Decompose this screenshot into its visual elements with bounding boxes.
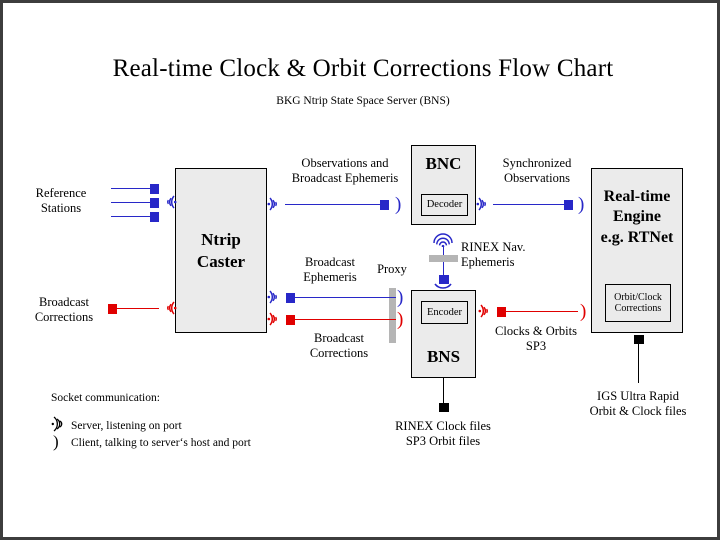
label-broadcast-corrections-left: Broadcast Corrections bbox=[15, 295, 113, 326]
rinex-files-line1: RINEX Clock files bbox=[395, 419, 491, 433]
label-clocks-orbits: Clocks & Orbits SP3 bbox=[481, 324, 591, 355]
bns-label: BNS bbox=[426, 347, 461, 367]
label-igs-ultra-rapid: IGS Ultra Rapid Orbit & Clock files bbox=[571, 389, 705, 420]
socket-server-icon bbox=[51, 416, 63, 432]
bc-left-line2: Corrections bbox=[34, 310, 94, 325]
observations-line2: Broadcast Ephemeris bbox=[291, 171, 399, 186]
node-ntrip-caster[interactable]: Ntrip Caster bbox=[175, 168, 267, 333]
ntrip-caster-label-line2: Caster bbox=[196, 251, 246, 271]
bns-encoder-box[interactable]: Encoder bbox=[421, 301, 468, 324]
socket-client-icon: ) bbox=[397, 287, 404, 308]
rinex-nav-line1: RINEX Nav. bbox=[461, 240, 526, 254]
label-rinex-clock-files: RINEX Clock files SP3 Orbit files bbox=[377, 419, 509, 450]
flow-synchronized-observations bbox=[493, 204, 565, 205]
synchronized-line2: Observations bbox=[504, 171, 570, 186]
bnc-decoder-box[interactable]: Decoder bbox=[421, 194, 468, 216]
igs-line1: IGS Ultra Rapid bbox=[597, 389, 679, 403]
label-proxy: Proxy bbox=[377, 262, 407, 276]
socket-client-icon: ) bbox=[395, 194, 402, 215]
bc-mid-line2: Corrections bbox=[309, 346, 369, 361]
flow-refstation-2 bbox=[111, 202, 151, 203]
socket-server-icon bbox=[167, 195, 177, 209]
socket-server-icon bbox=[267, 290, 277, 304]
engine-orbit-clock-corrections-box[interactable]: Orbit/Clock Corrections bbox=[605, 284, 671, 322]
arrowhead-igs-ultra-rapid bbox=[633, 335, 644, 344]
clocks-orbits-line2: SP3 bbox=[525, 339, 547, 354]
arrowhead-rinex-nav-ephemeris bbox=[438, 275, 449, 284]
label-broadcast-ephemeris: Broadcast Ephemeris bbox=[289, 255, 371, 286]
socket-server-icon bbox=[478, 304, 488, 318]
flow-broadcast-corrections-left bbox=[117, 308, 159, 309]
label-observations-broadcast-ephemeris: Observations and Broadcast Ephemeris bbox=[275, 156, 415, 187]
socket-server-icon bbox=[167, 301, 177, 315]
clocks-orbits-line1: Clocks & Orbits bbox=[495, 324, 577, 338]
orbit-clock-line2: Corrections bbox=[614, 303, 662, 314]
arrowhead-broadcast-corrections-mid bbox=[286, 314, 295, 325]
socket-client-icon: ) bbox=[580, 301, 587, 322]
legend-heading: Socket communication: bbox=[51, 392, 160, 404]
legend-client-text: Client, talking to server‘s host and por… bbox=[71, 437, 251, 449]
broadcast-ephemeris-line2: Ephemeris bbox=[303, 270, 357, 285]
page-subtitle: BKG Ntrip State Space Server (BNS) bbox=[276, 95, 450, 107]
flow-igs-ultra-rapid bbox=[638, 343, 639, 383]
broadcast-ephemeris-line1: Broadcast bbox=[305, 255, 355, 269]
orbit-clock-line1: Orbit/Clock bbox=[614, 291, 662, 303]
arrowhead-clocks-orbits bbox=[497, 306, 506, 317]
socket-server-icon bbox=[267, 312, 277, 326]
page-title: Real-time Clock & Orbit Corrections Flow… bbox=[112, 55, 614, 82]
label-synchronized-observations: Synchronized Observations bbox=[481, 156, 593, 187]
igs-line2: Orbit & Clock files bbox=[589, 404, 687, 419]
arrowhead-synchronized-observations bbox=[564, 199, 573, 210]
node-bns[interactable]: Encoder BNS bbox=[411, 290, 476, 378]
arrowhead-refstation-1 bbox=[150, 183, 159, 194]
proxy-bar-vertical bbox=[389, 288, 396, 343]
socket-client-icon bbox=[434, 283, 452, 289]
flow-observations bbox=[285, 204, 381, 205]
bc-mid-line1: Broadcast bbox=[314, 331, 364, 345]
engine-label-line3: e.g. RTNet bbox=[600, 228, 674, 246]
legend-server-text: Server, listening on port bbox=[71, 420, 182, 432]
flow-broadcast-corrections-mid bbox=[295, 319, 396, 320]
ntrip-caster-label-line1: Ntrip bbox=[201, 229, 241, 249]
arrowhead-rinex-clock-files bbox=[438, 403, 449, 412]
engine-label-line2: Engine bbox=[612, 208, 661, 226]
label-rinex-nav-ephemeris: RINEX Nav. Ephemeris bbox=[461, 240, 551, 271]
socket-client-icon: ) bbox=[397, 309, 404, 330]
socket-client-icon: ) bbox=[578, 194, 585, 215]
bnc-label: BNC bbox=[425, 154, 462, 173]
flow-refstation-3 bbox=[111, 216, 151, 217]
proxy-bar-horizontal bbox=[429, 255, 458, 262]
socket-server-icon bbox=[476, 197, 486, 211]
bc-left-line1: Broadcast bbox=[39, 295, 89, 309]
socket-client-icon: ) bbox=[53, 432, 59, 451]
reference-stations-line2: Stations bbox=[40, 201, 82, 216]
arrowhead-refstation-3 bbox=[150, 211, 159, 222]
socket-server-icon bbox=[433, 233, 453, 247]
arrowhead-broadcast-ephemeris bbox=[286, 292, 295, 303]
arrowhead-broadcast-corrections-left bbox=[108, 303, 117, 314]
flow-rinex-nav-ephemeris bbox=[443, 246, 444, 282]
node-bnc[interactable]: BNC Decoder bbox=[411, 145, 476, 225]
label-broadcast-corrections-mid: Broadcast Corrections bbox=[289, 331, 389, 362]
engine-label-line1: Real-time bbox=[603, 188, 671, 205]
rinex-files-line2: SP3 Orbit files bbox=[405, 434, 481, 449]
flow-rinex-clock-files bbox=[443, 378, 444, 406]
arrowhead-refstation-2 bbox=[150, 197, 159, 208]
arrowhead-observations bbox=[380, 199, 389, 210]
flow-clocks-orbits bbox=[506, 311, 578, 312]
flow-refstation-1 bbox=[111, 188, 151, 189]
synchronized-line1: Synchronized bbox=[502, 156, 572, 170]
observations-line1: Observations and bbox=[301, 156, 389, 170]
reference-stations-line1: Reference bbox=[35, 186, 87, 200]
flow-broadcast-ephemeris bbox=[295, 297, 396, 298]
socket-server-icon bbox=[267, 197, 277, 211]
node-realtime-engine[interactable]: Real-time Engine e.g. RTNet Orbit/Clock … bbox=[591, 168, 683, 333]
label-reference-stations: Reference Stations bbox=[15, 186, 107, 217]
rinex-nav-line2: Ephemeris bbox=[461, 255, 515, 270]
